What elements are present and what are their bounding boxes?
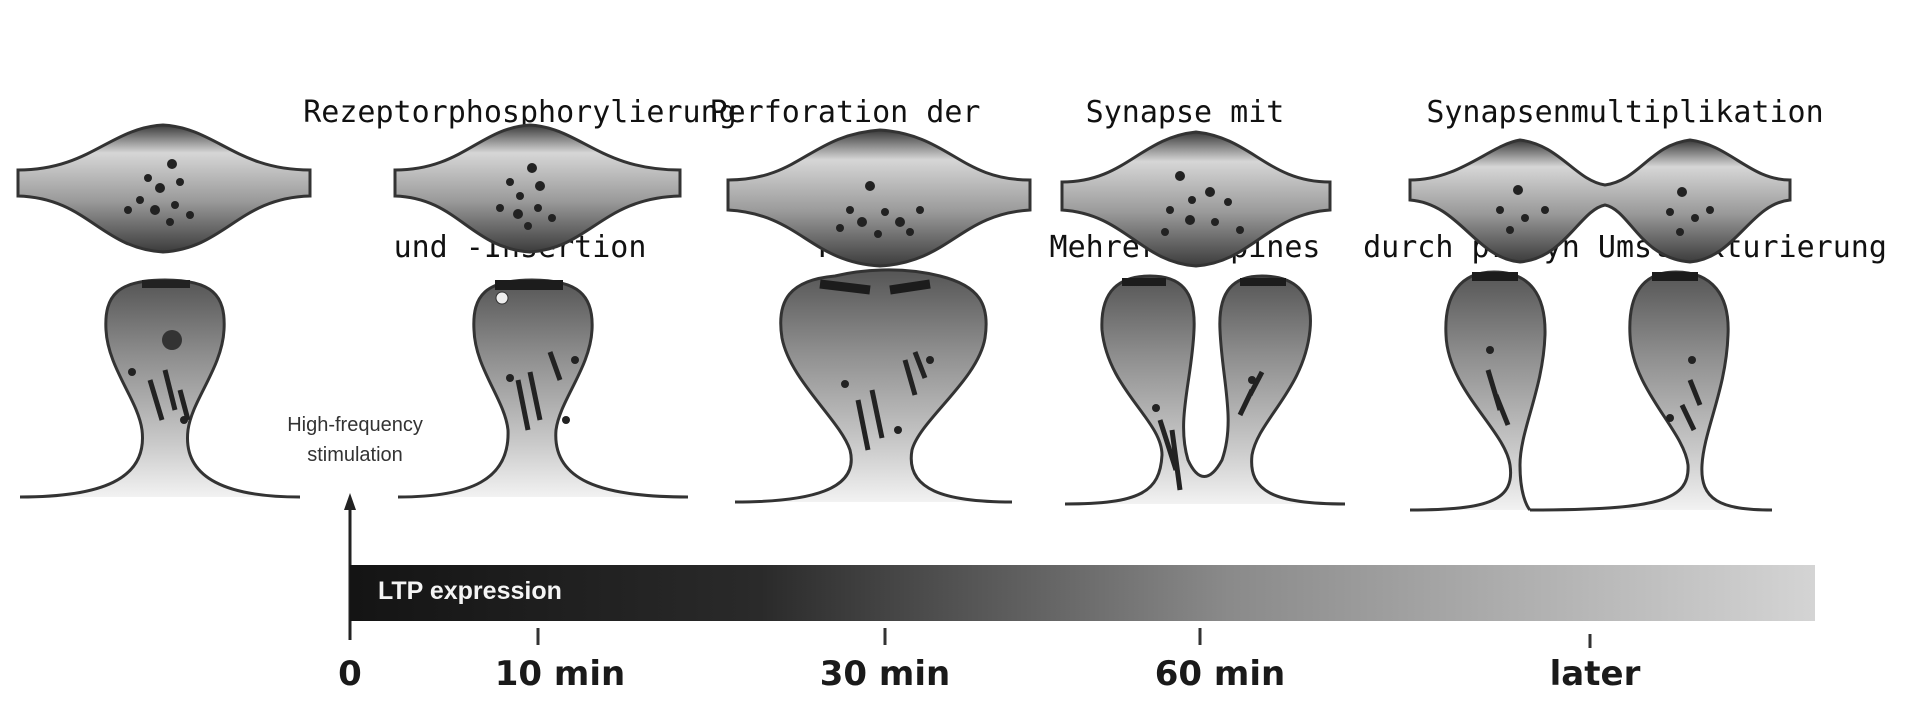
psd-right	[1652, 272, 1698, 281]
ltp-expression-bar	[350, 565, 1815, 621]
dendritic-spine-left	[1410, 272, 1545, 510]
timeline-label-30min: 30 min	[820, 654, 950, 694]
stimulation-label: High-frequency stimulation	[255, 410, 455, 470]
timeline-label-0: 0	[338, 654, 362, 694]
timeline-label-10min: 10 min	[495, 654, 625, 694]
synapse-later	[1410, 140, 1790, 510]
dendritic-spine-split	[1065, 276, 1345, 504]
stimulation-label-line2: stimulation	[255, 440, 455, 470]
synapse-30min	[728, 130, 1030, 502]
presynaptic-terminal	[728, 130, 1030, 266]
timeline-ticks	[538, 628, 1590, 648]
stimulation-label-line1: High-frequency	[255, 410, 455, 440]
dendritic-spine-right	[1530, 272, 1772, 510]
timeline-label-later: later	[1550, 654, 1641, 694]
presynaptic-terminal	[1062, 132, 1330, 266]
synapse-60min	[1062, 132, 1345, 504]
psd-right	[1240, 278, 1286, 286]
ltp-expression-label: LTP expression	[378, 577, 562, 606]
presynaptic-terminals-double	[1410, 140, 1790, 262]
psd-left	[1472, 272, 1518, 281]
psd-left	[1122, 278, 1166, 286]
timeline-label-60min: 60 min	[1155, 654, 1285, 694]
dendritic-spine	[735, 270, 1012, 502]
psd	[142, 280, 190, 288]
psd	[495, 280, 563, 290]
receptor-cluster	[162, 330, 182, 350]
